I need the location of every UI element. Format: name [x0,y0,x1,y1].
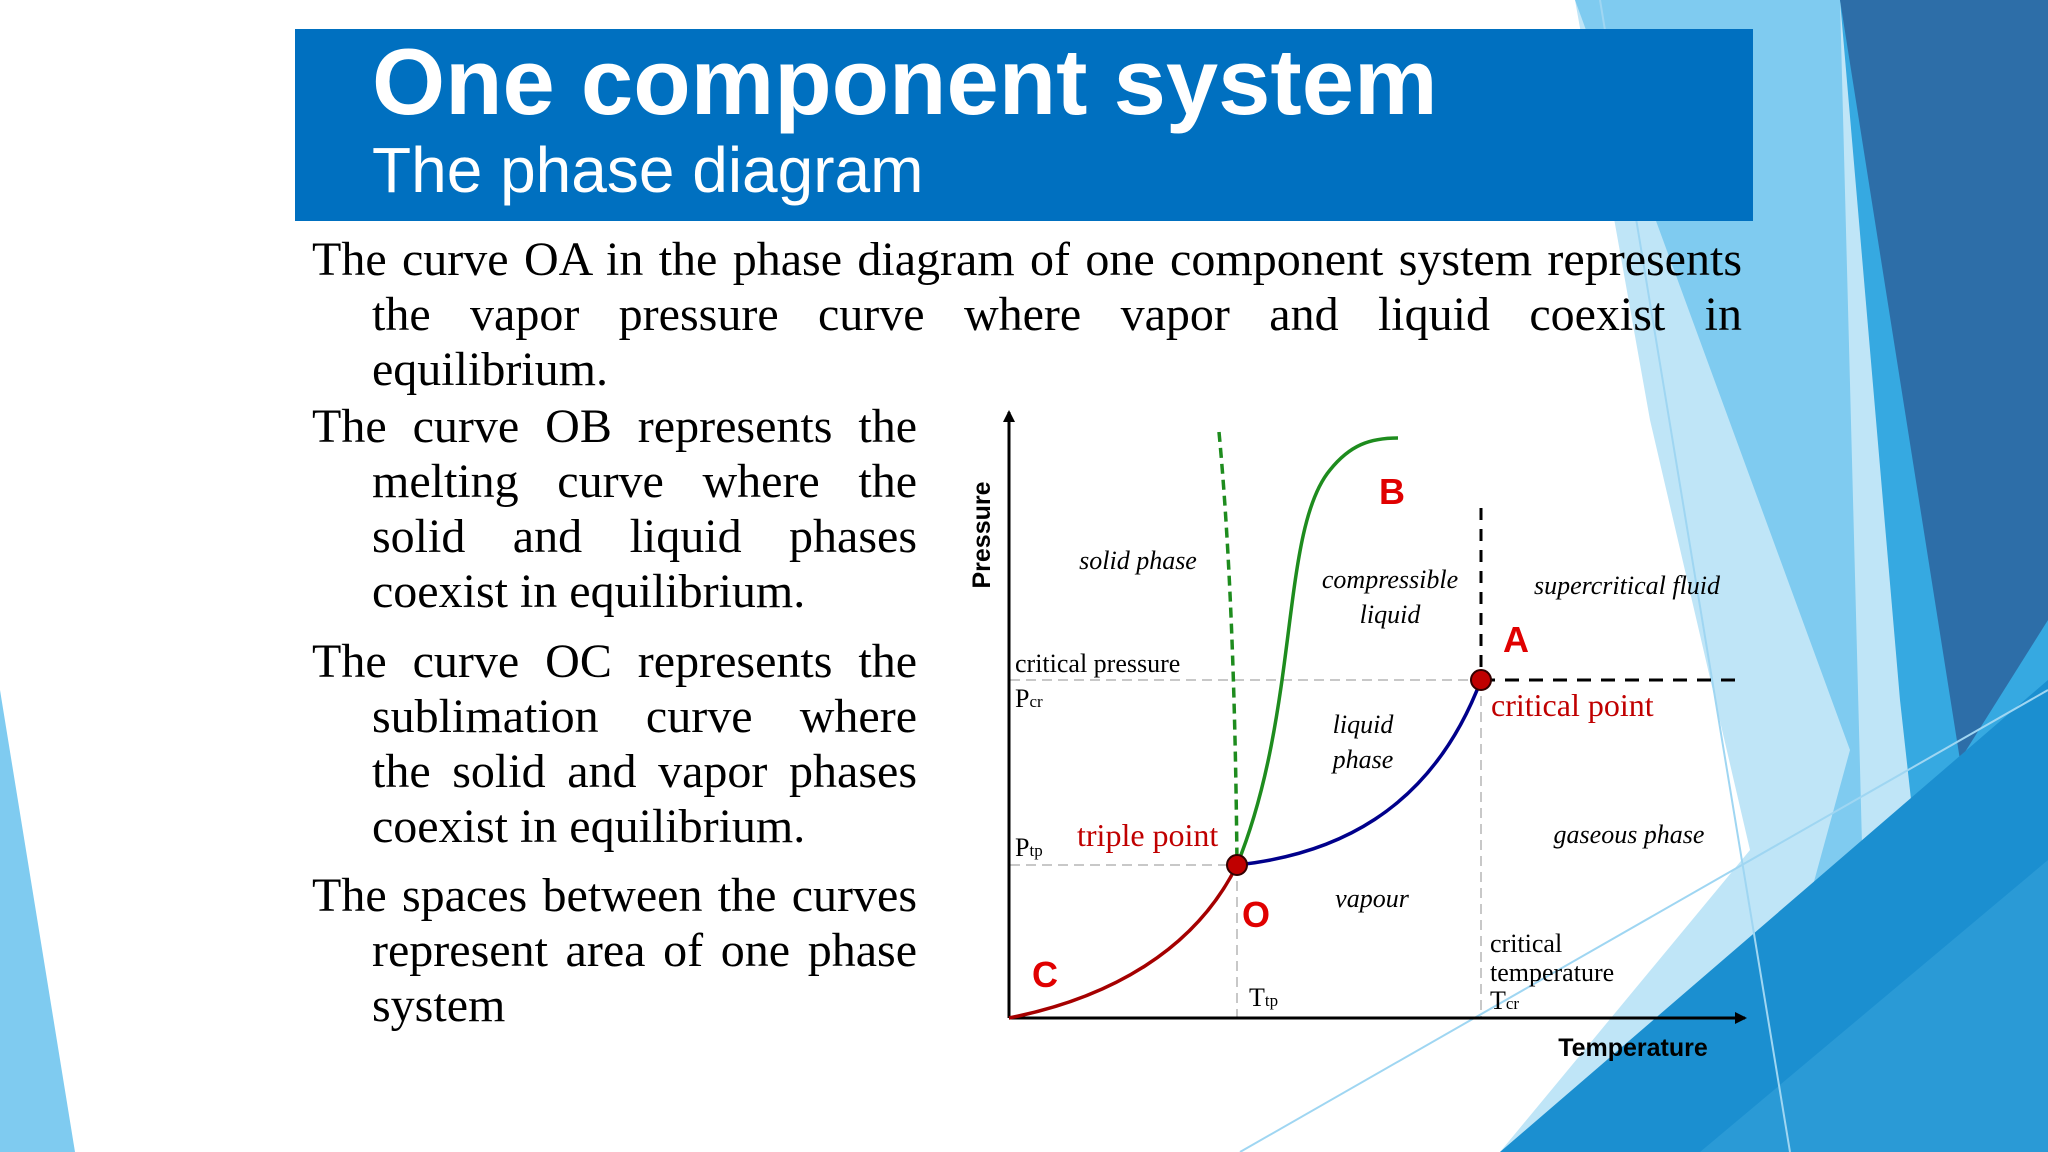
slide-subtitle: The phase diagram [372,135,923,205]
t-tp-label: Ttp [1249,983,1278,1012]
triple-point-marker [1227,855,1247,875]
t-cr-label: Tcr [1490,986,1519,1015]
region-vapour: vapour [1335,884,1410,913]
critical-temperature-line1: critical [1490,929,1562,958]
point-label-c: C [1032,954,1058,995]
p-cr-label: Pcr [1015,684,1043,713]
region-solid-phase: solid phase [1079,546,1197,575]
triple-point-label: triple point [1077,817,1218,853]
region-compressible-line1: compressible [1322,565,1458,594]
point-label-o: O [1242,894,1270,935]
critical-point-marker [1471,670,1491,690]
point-label-a: A [1503,619,1529,660]
curve-oc-sublimation [1009,865,1237,1018]
critical-pressure-label: critical pressure [1015,649,1180,678]
critical-temperature-line2: temperature [1490,958,1614,987]
paragraph-curve-oa: The curve OA in the phase diagram of one… [312,232,1742,397]
phase-diagram: Pressure Temperature B A O C solid phase… [950,395,1750,1075]
paragraph-curve-ob: The curve OB represents the melting curv… [312,399,917,619]
region-liquid-line2: phase [1331,745,1394,774]
paragraph-curve-oc: The curve OC represents the sublimation … [312,634,917,854]
curve-ob-dashed-anomalous [1219,432,1237,865]
p-tp-label: Ptp [1015,833,1043,862]
region-compressible-line2: liquid [1360,600,1422,629]
x-axis-label: Temperature [1558,1034,1708,1062]
point-label-b: B [1379,471,1405,512]
slide-title: One component system [372,30,1438,133]
paragraph-spaces: The spaces between the curves represent … [312,868,917,1033]
region-supercritical-fluid: supercritical fluid [1534,571,1721,600]
region-gaseous-phase: gaseous phase [1554,820,1705,849]
curve-ob-melting [1237,438,1398,865]
y-axis-label: Pressure [968,481,996,588]
region-liquid-line1: liquid [1333,710,1395,739]
critical-point-label: critical point [1491,687,1654,723]
